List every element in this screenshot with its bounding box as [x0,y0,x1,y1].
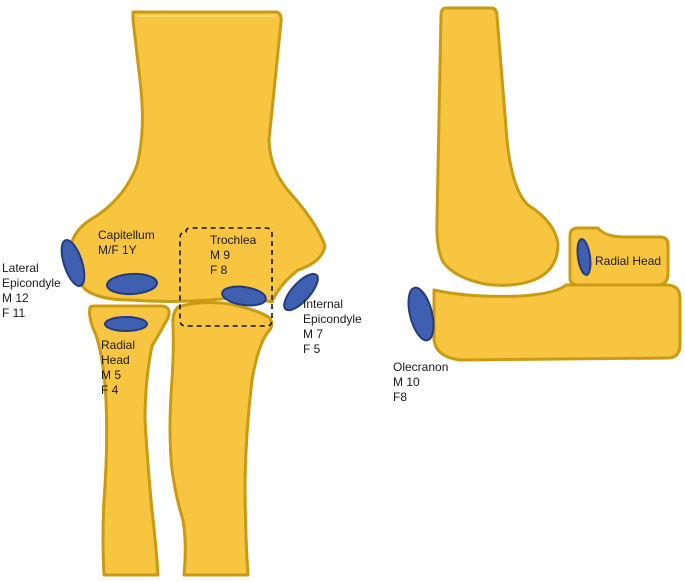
radial-head-lateral-name: Radial Head [595,254,662,268]
ossification-capitellum [106,272,158,296]
ossification-radial-head [104,316,148,332]
ulna-frontal [168,301,274,577]
trochlea-name: Trochlea [210,233,257,247]
trochlea-male: M 9 [210,248,231,262]
label-radial-head: Radial Head M 5 F 4 [101,338,135,398]
radial-head-female: F 4 [101,383,119,397]
humerus-lateral [435,6,560,287]
label-olecranon: Olecranon M 10 F8 [393,360,448,405]
label-radial-head-lateral: Radial Head [595,254,661,269]
internal-epicondyle-line1: Internal [303,297,344,311]
label-capitellum: Capitellum M/F 1Y [98,228,155,258]
radial-head-male: M 5 [101,368,122,382]
lateral-epicondyle-female: F 11 [2,306,26,320]
radial-head-line2: Head [101,353,130,367]
trochlea-female: F 8 [210,263,228,277]
label-trochlea: Trochlea M 9 F 8 [210,233,256,278]
capitellum-name: Capitellum [98,228,155,242]
label-internal-epicondyle: Internal Epicondyle M 7 F 5 [303,297,362,357]
trochlea-outline [179,227,273,327]
radius-lateral [568,226,670,287]
ossification-internal-epicondyle [283,272,319,312]
internal-epicondyle-line2: Epicondyle [303,312,362,326]
ossification-olecranon [407,286,435,342]
capitellum-age: M/F 1Y [98,243,137,257]
radius-frontal [88,304,171,577]
radial-head-line1: Radial [101,338,136,352]
internal-epicondyle-male: M 7 [303,327,324,341]
lateral-epicondyle-male: M 12 [2,291,29,305]
olecranon-male: M 10 [393,375,420,389]
label-lateral-epicondyle: Lateral Epicondyle M 12 F 11 [2,261,61,321]
lateral-epicondyle-line2: Epicondyle [2,276,61,290]
humerus-frontal [68,10,327,304]
olecranon-name: Olecranon [393,360,449,374]
ossification-radial-head-lateral [576,238,592,276]
lateral-epicondyle-line1: Lateral [2,261,39,275]
internal-epicondyle-female: F 5 [303,342,321,356]
ossification-trochlea [221,285,267,307]
olecranon-female: F8 [393,390,408,404]
ulna-lateral [432,283,682,362]
ossification-lateral-epicondyle [60,239,86,287]
